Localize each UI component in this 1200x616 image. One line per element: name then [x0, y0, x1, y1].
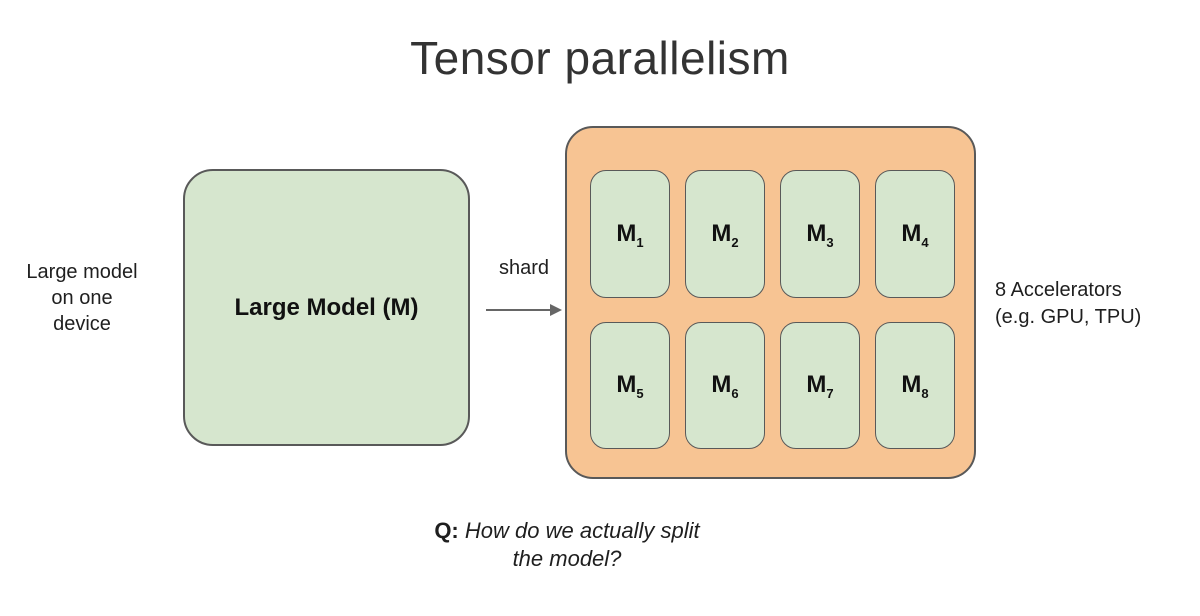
- accelerators-note: 8 Accelerators (e.g. GPU, TPU): [995, 279, 1142, 328]
- shard-m3-index: 3: [826, 234, 834, 250]
- large-model-label: Large Model (M): [234, 293, 419, 321]
- shard-label: shard: [498, 257, 550, 279]
- shard-m5-index: 5: [636, 386, 644, 402]
- shard-m6-base: M: [711, 371, 732, 399]
- accelerator-cell-5: M5: [590, 321, 670, 449]
- shard-m8-label: M8: [901, 371, 929, 402]
- shard-arrow-icon: [486, 304, 562, 316]
- large-model-box: Large Model (M): [183, 169, 470, 446]
- shard-m7-index: 7: [826, 386, 834, 402]
- shard-m7-label: M7: [806, 371, 834, 402]
- accelerator-cell-2: M2: [685, 170, 765, 298]
- shard-m8-base: M: [901, 371, 922, 399]
- shard-m7-base: M: [806, 371, 827, 399]
- slide-title: Tensor parallelism: [410, 32, 790, 84]
- accelerator-cell-1: M1: [590, 170, 670, 298]
- shard-m2-base: M: [711, 219, 732, 247]
- shard-m4-base: M: [901, 219, 922, 247]
- accelerator-cell-3: M3: [780, 170, 860, 298]
- accelerator-cell-4: M4: [875, 170, 955, 298]
- question-prefix: Q:: [434, 518, 459, 543]
- shard-m4-label: M4: [901, 219, 929, 250]
- shard-m1-base: M: [616, 219, 637, 247]
- shard-m6-label: M6: [711, 371, 739, 402]
- left-note: Large model on one device: [26, 261, 138, 335]
- shard-m5-label: M5: [616, 371, 644, 402]
- accelerator-cell-8: M8: [875, 321, 955, 449]
- shard-m6-index: 6: [731, 386, 739, 402]
- accelerator-cell-6: M6: [685, 321, 765, 449]
- shard-m4-index: 4: [921, 234, 929, 250]
- question-text: How do we actually split the model?: [464, 518, 700, 571]
- question-note: Q: How do we actually split the model?: [367, 517, 767, 573]
- shard-m8-index: 8: [921, 386, 929, 402]
- accelerators-box: M1 M2 M3 M4 M5 M6 M7 M8: [565, 126, 976, 479]
- accelerator-cell-7: M7: [780, 321, 860, 449]
- shard-m5-base: M: [616, 371, 637, 399]
- shard-m3-label: M3: [806, 219, 834, 250]
- shard-m2-label: M2: [711, 219, 739, 250]
- shard-m3-base: M: [806, 219, 827, 247]
- shard-m1-index: 1: [636, 234, 644, 250]
- shard-m2-index: 2: [731, 234, 739, 250]
- shard-m1-label: M1: [616, 219, 644, 250]
